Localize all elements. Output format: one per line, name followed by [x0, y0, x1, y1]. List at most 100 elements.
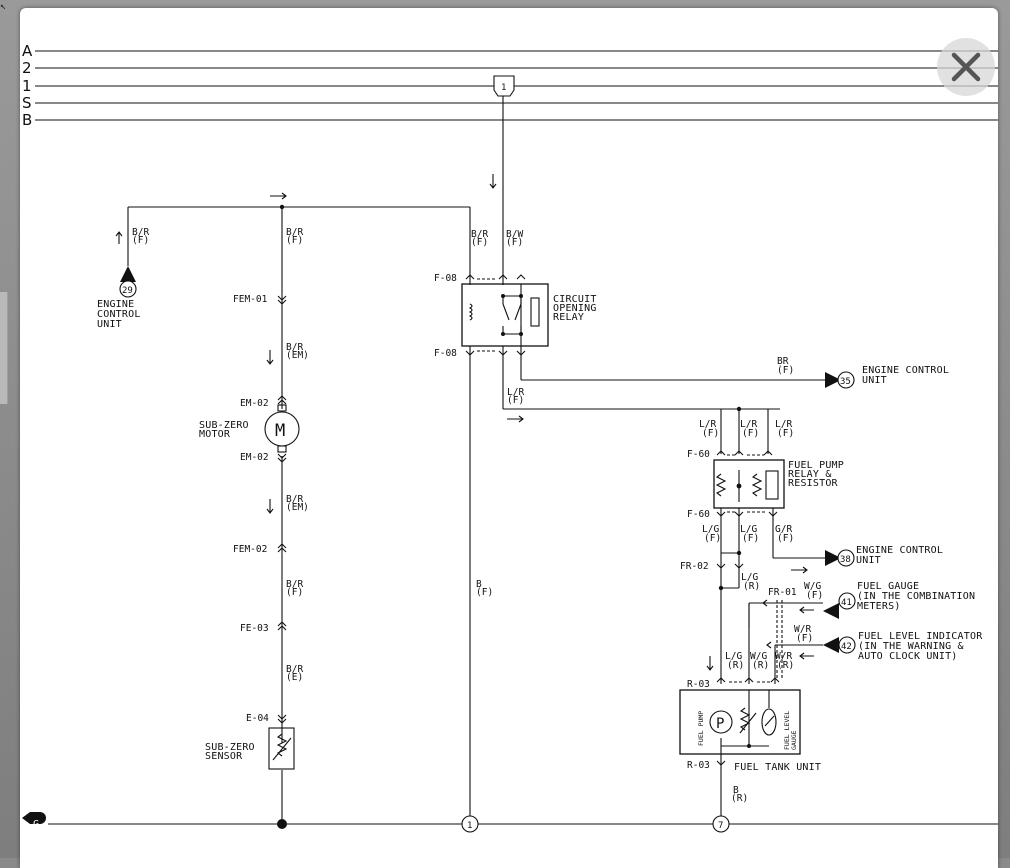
connector-label: FR-01 — [768, 587, 797, 598]
ecu38-triangle — [825, 550, 841, 566]
ecu35-label-2: UNIT — [862, 375, 887, 386]
wire-label: W/G — [750, 651, 767, 662]
resize-arrow-icon: ↖ — [0, 1, 7, 12]
fuse-box-1-number: 1 — [501, 83, 506, 93]
indicator42-label-2: (IN THE WARNING & — [858, 641, 964, 652]
wire-label: W/G — [804, 581, 821, 592]
wire-label: (F) — [796, 633, 813, 644]
ground-number-1: 1 — [467, 821, 472, 831]
ecu29-label-2: CONTROL — [97, 309, 141, 320]
wire-label: (F) — [476, 587, 493, 598]
pump-letter: P — [716, 716, 724, 732]
rail-label-a: A — [22, 42, 33, 60]
wire-label: (F) — [777, 365, 794, 376]
rail-label-b: B — [22, 111, 32, 129]
ecu35-label-1: ENGINE CONTROL — [862, 365, 949, 376]
wire-label: (F) — [742, 428, 759, 439]
wiring-diagram: A 2 1 S B G 29 35 38 41 42 1 7 1 ENGINE … — [22, 42, 998, 833]
ref-circle-29 — [119, 280, 137, 298]
ecu38-label-2: UNIT — [856, 555, 881, 566]
ecu29-triangle — [120, 266, 136, 282]
ground-point-1 — [461, 815, 479, 833]
ref-number-42: 42 — [841, 642, 852, 652]
ecu38-label-1: ENGINE CONTROL — [856, 545, 943, 556]
indicator42-label-1: FUEL LEVEL INDICATOR — [858, 631, 983, 642]
wire-label: L/G — [741, 572, 758, 583]
wire-label: (F) — [506, 237, 523, 248]
connector-label: FEM-02 — [233, 544, 267, 555]
ecu35-triangle — [825, 372, 841, 388]
ground-g-tag — [22, 812, 46, 824]
connector-label: F-08 — [434, 348, 457, 359]
wire-label: B/R — [286, 579, 303, 590]
ref-circle-38 — [837, 549, 855, 567]
wire-label: (R) — [777, 660, 794, 671]
connector-label: EM-02 — [240, 398, 269, 409]
connector-label: FR-02 — [680, 561, 709, 572]
wire-label: (EM) — [286, 350, 309, 361]
wire-label: W/R — [794, 624, 811, 635]
wire-label: L/R — [775, 419, 792, 430]
indicator42-triangle — [823, 637, 839, 653]
wire-label: (F) — [471, 237, 488, 248]
circuit-relay-label-3: RELAY — [553, 312, 584, 323]
wire-label: L/R — [740, 419, 757, 430]
wire-label: (F) — [286, 235, 303, 246]
connector-label: F-60 — [687, 449, 710, 460]
fuel-tank-unit-box — [679, 689, 801, 755]
fuel-tank-unit-label: FUEL TANK UNIT — [734, 762, 821, 773]
wire-label: (E) — [286, 672, 303, 683]
motor-label-2: MOTOR — [199, 429, 231, 440]
wire-label: (F) — [507, 395, 524, 406]
wire-label: (F) — [702, 428, 719, 439]
wire-label: L/G — [740, 524, 757, 535]
wire-label: (R) — [727, 660, 744, 671]
wire-label: L/R — [507, 387, 524, 398]
fuel-level-vertical-label-1: FUEL LEVEL — [783, 711, 791, 750]
connector-label: F-60 — [687, 509, 710, 520]
fuse-box-1-symbol — [493, 75, 515, 97]
wire-label: L/G — [725, 651, 742, 662]
wire-label: (F) — [286, 587, 303, 598]
wire-label: L/R — [699, 419, 716, 430]
gauge41-triangle — [823, 603, 839, 619]
wire-label: (F) — [132, 235, 149, 246]
wire-label: (F) — [806, 590, 823, 601]
rail-label-2: 2 — [22, 59, 32, 77]
fuel-pump-symbol — [709, 710, 733, 734]
ref-circle-42 — [838, 636, 856, 654]
fuel-pump-relay-label-3: RESISTOR — [788, 478, 839, 489]
ground-number-7: 7 — [718, 821, 723, 831]
side-scroll-tab[interactable] — [0, 292, 8, 404]
gauge41-label-2: (IN THE COMBINATION — [857, 591, 975, 602]
ref-circle-35 — [837, 371, 855, 389]
gauge41-label-3: METERS) — [857, 601, 901, 612]
wire-label: (F) — [777, 533, 794, 544]
connector-label: FE-03 — [240, 623, 269, 634]
wire-label: (EM) — [286, 502, 309, 513]
wire-label: G/R — [775, 524, 792, 535]
close-button[interactable] — [937, 38, 995, 96]
wire-label: B/R — [286, 494, 303, 505]
ref-circle-41 — [838, 592, 856, 610]
wiring-diagram-sheet: A 2 1 S B G 29 35 38 41 42 1 7 1 ENGINE … — [20, 8, 998, 868]
wire-label: B/R — [286, 227, 303, 238]
connector-label: R-03 — [687, 679, 710, 690]
ground-g-label: G — [33, 819, 39, 830]
sensor-label-2: SENSOR — [205, 751, 243, 762]
connector-label: EM-02 — [240, 452, 269, 463]
wire-label: B/R — [471, 229, 488, 240]
ground-point-7 — [712, 815, 730, 833]
sub-zero-sensor-symbol — [268, 727, 295, 770]
wire-label: (R) — [752, 660, 769, 671]
indicator42-label-3: AUTO CLOCK UNIT) — [858, 651, 958, 662]
close-icon — [951, 52, 981, 82]
fuel-level-vertical-label-2: GAUGE — [790, 730, 798, 750]
circuit-relay-label-2: OPENING — [553, 303, 597, 314]
ref-number-29: 29 — [122, 286, 133, 296]
ref-number-41: 41 — [841, 598, 852, 608]
ecu29-label-3: UNIT — [97, 319, 122, 330]
wire-label: B/R — [132, 227, 149, 238]
fuel-pump-relay-box — [713, 459, 785, 509]
connector-label: R-03 — [687, 760, 710, 771]
